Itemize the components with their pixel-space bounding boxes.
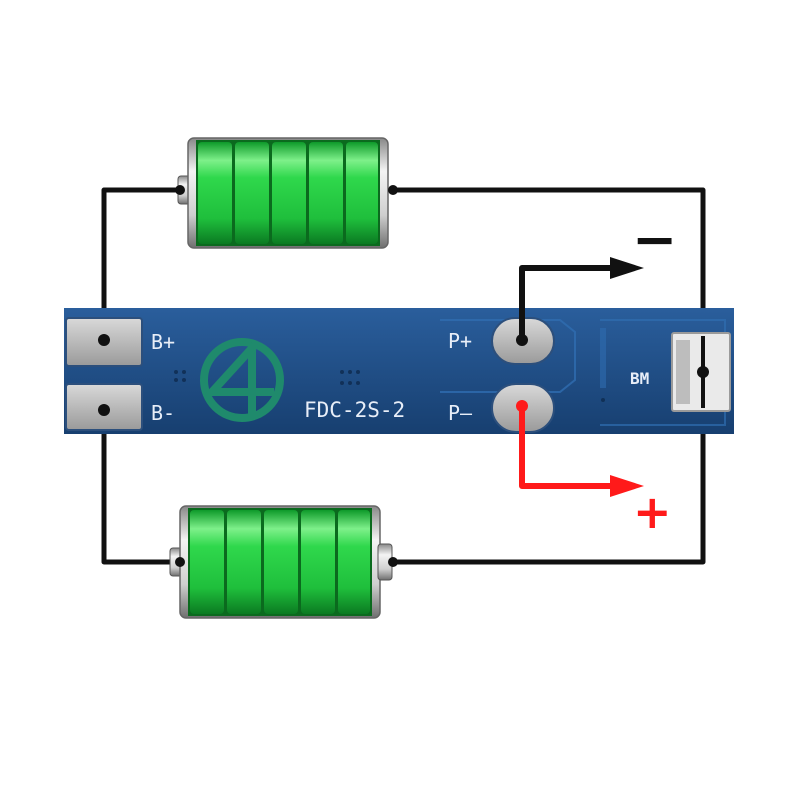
board-model-label: FDC-2S-2 bbox=[304, 398, 405, 422]
battery-bottom bbox=[169, 505, 398, 619]
positive-sign: + bbox=[633, 485, 672, 539]
battery-bottom-cells bbox=[190, 510, 370, 614]
battery-top bbox=[175, 137, 398, 249]
label-bm: BM bbox=[630, 369, 649, 388]
battery-top-cells bbox=[198, 142, 378, 244]
four-logo-icon bbox=[200, 338, 284, 422]
wire-bottom-left bbox=[101, 410, 180, 565]
label-p-minus: P– bbox=[448, 401, 473, 425]
label-p-plus: P+ bbox=[448, 329, 472, 353]
negative-sign: − bbox=[632, 208, 677, 271]
positive-output-arrow bbox=[516, 400, 644, 497]
pcb-board: B+ B- P+ P– FDC-2S-2 BM bbox=[64, 308, 734, 434]
label-b-minus: B- bbox=[151, 401, 175, 425]
label-b-plus: B+ bbox=[151, 330, 175, 354]
wire-top-left bbox=[101, 187, 180, 340]
negative-output-arrow bbox=[519, 257, 644, 340]
